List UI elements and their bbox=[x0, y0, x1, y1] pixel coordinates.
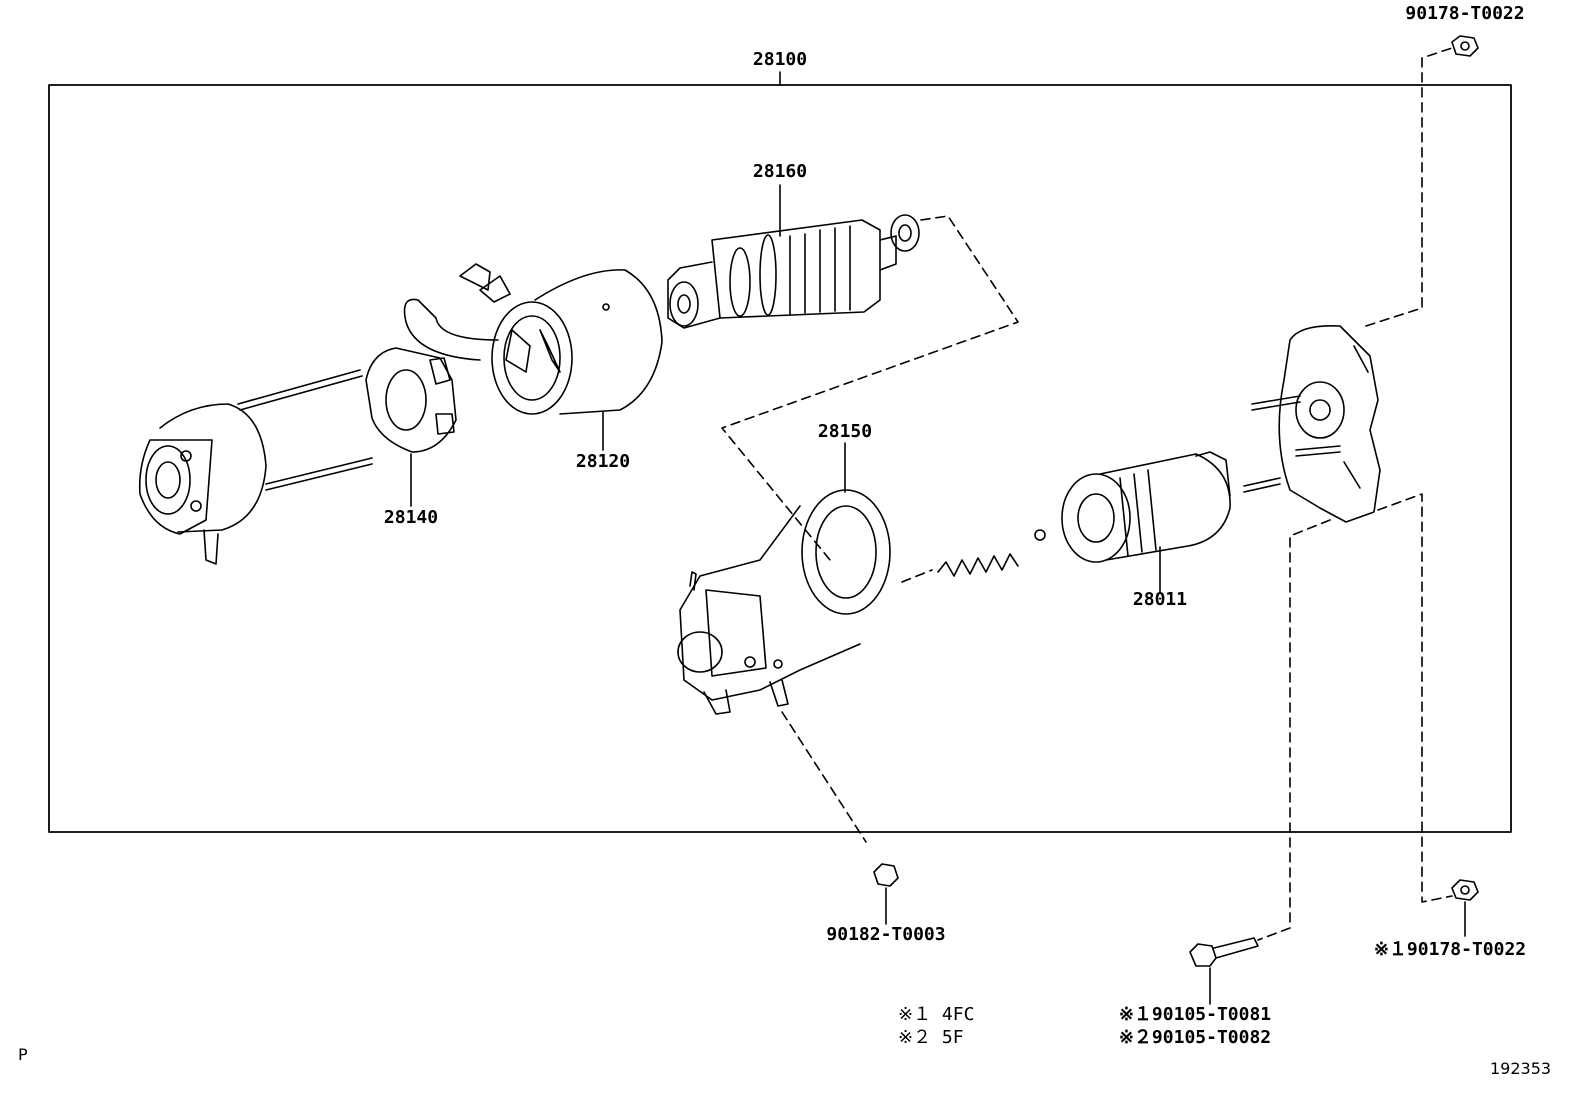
steel-ball-drawing bbox=[1034, 529, 1046, 541]
label-90105-t0081[interactable]: ※１90105-T0081 bbox=[1118, 1004, 1272, 1025]
label-28160[interactable]: 28160 bbox=[752, 161, 808, 182]
label-28120[interactable]: 28120 bbox=[575, 451, 631, 472]
label-28100[interactable]: 28100 bbox=[752, 49, 808, 70]
spring-drawing bbox=[937, 553, 1019, 577]
label-90182[interactable]: 90182-T0003 bbox=[826, 924, 946, 945]
armature-drawing bbox=[667, 184, 897, 329]
label-90178-bottom[interactable]: ※１90178-T0022 bbox=[1373, 939, 1527, 960]
bolt-drawing bbox=[1189, 937, 1259, 1005]
legend-note-2: ※２ 5F bbox=[898, 1027, 964, 1048]
label-28150[interactable]: 28150 bbox=[817, 421, 873, 442]
page-letter: P bbox=[18, 1045, 28, 1064]
starter-clutch-drawing bbox=[1061, 451, 1231, 593]
label-28140[interactable]: 28140 bbox=[383, 507, 439, 528]
nut-center-drawing bbox=[873, 863, 899, 925]
figure-number: 192353 bbox=[1490, 1059, 1552, 1078]
legend-note-1: ※１ 4FC bbox=[898, 1004, 975, 1025]
yoke-drawing bbox=[403, 263, 663, 451]
nut-bottom-drawing bbox=[1451, 879, 1479, 937]
label-28011[interactable]: 28011 bbox=[1132, 589, 1188, 610]
nut-top-drawing bbox=[1451, 35, 1479, 57]
label-90178-top[interactable]: 90178-T0022 bbox=[1405, 3, 1525, 24]
drive-housing-drawing bbox=[677, 442, 891, 715]
label-90105-t0082[interactable]: ※２90105-T0082 bbox=[1118, 1027, 1272, 1048]
end-frame-drawing bbox=[138, 369, 373, 565]
drive-end-frame-drawing bbox=[1243, 324, 1381, 523]
brush-holder-drawing bbox=[365, 347, 457, 507]
washer-drawing bbox=[890, 214, 920, 252]
